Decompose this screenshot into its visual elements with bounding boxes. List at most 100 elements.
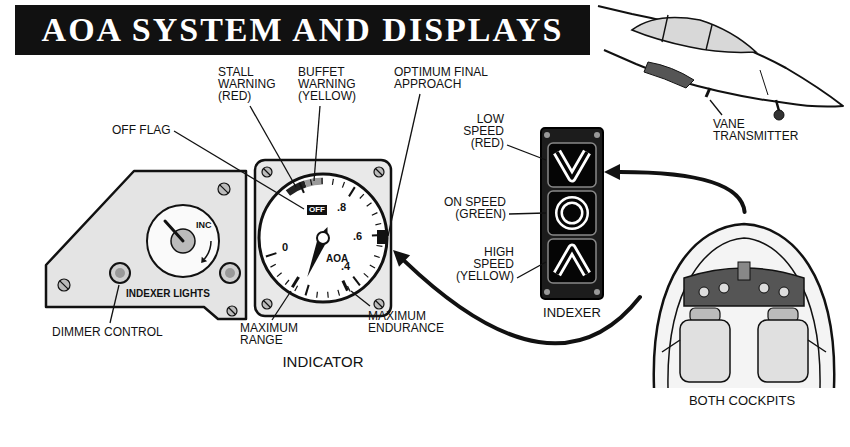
node-text: INDEXER LIGHTS — [126, 289, 210, 299]
mounting-screw — [374, 167, 384, 177]
minor-tick — [271, 264, 276, 267]
node-text: 0 — [282, 242, 288, 253]
light-lens — [115, 268, 125, 278]
leader-line — [110, 285, 119, 323]
side-console — [662, 340, 826, 352]
canopy-frame — [668, 238, 820, 388]
dimmer-dial — [147, 205, 219, 277]
ring-core — [559, 200, 585, 226]
indexer-cell — [548, 143, 596, 187]
callout-label: LOW SPEED (RED) — [456, 113, 504, 149]
indexer-cell — [548, 191, 596, 235]
ejection-seat — [758, 320, 808, 382]
leader-line — [250, 106, 296, 187]
minor-tick — [360, 194, 364, 198]
buffet-warning-arc — [305, 181, 323, 184]
canopy-frame — [662, 15, 668, 42]
aoa-indicator: OFF.8.6.40AOA — [253, 158, 393, 318]
title-band: AOA SYSTEM AND DISPLAYS — [15, 5, 590, 55]
minor-tick — [370, 265, 375, 268]
callout-label: ON SPEED (GREEN) — [440, 196, 506, 220]
dimmer-panel: INCINDEXER LIGHTS — [40, 165, 252, 323]
minor-tick — [332, 179, 333, 185]
node-text-slot: .6 — [353, 231, 362, 242]
callout-label-slot: OFF FLAG — [112, 124, 171, 136]
callout-label-slot: BUFFET WARNING (YELLOW) — [298, 66, 362, 102]
major-tick — [353, 277, 360, 286]
leader-line — [272, 291, 291, 320]
panel-line — [760, 70, 768, 95]
callout-label: HIGH SPEED (YELLOW) — [452, 246, 514, 282]
chevron-core — [557, 152, 587, 178]
callout-label-slot: OPTIMUM FINAL APPROACH — [394, 66, 498, 90]
node-text: BOTH COCKPITS — [689, 394, 795, 407]
canopy — [632, 18, 756, 53]
leader-line — [509, 213, 546, 214]
node-text-slot: AOA — [326, 254, 348, 264]
minor-tick — [375, 224, 381, 225]
panel-dial — [779, 287, 789, 297]
indicator-light — [220, 263, 240, 283]
node-text: INDEXER — [543, 306, 601, 319]
mounting-screw — [544, 289, 550, 295]
indexer-housing — [541, 128, 603, 299]
mounting-screw — [262, 167, 272, 177]
chevron-core — [557, 248, 587, 274]
minor-tick — [285, 280, 289, 285]
callout-label-slot: MAXIMUM RANGE — [240, 322, 304, 346]
node-text-slot: .8 — [337, 202, 346, 213]
node-text-slot: INDEXER LIGHTS — [126, 289, 210, 299]
node-drawing — [40, 165, 252, 323]
light-lens — [225, 268, 235, 278]
node-drawing — [253, 158, 393, 318]
minor-tick — [364, 273, 369, 277]
canopy-frame — [706, 25, 712, 50]
leader-line — [710, 100, 722, 115]
node-text-slot: OFF — [307, 205, 327, 215]
screw-slot — [264, 301, 271, 308]
minor-tick — [372, 213, 378, 216]
callout-label: OPTIMUM FINAL APPROACH — [394, 66, 498, 90]
node-text: .6 — [353, 231, 362, 242]
stall-warning-arc — [288, 184, 306, 193]
screw-slot — [376, 301, 383, 308]
arrow-head — [604, 164, 620, 180]
arrow-connector — [604, 164, 745, 212]
callout-label-slot: DIMMER CONTROL — [52, 326, 163, 338]
screw-slot — [60, 281, 68, 289]
screw-slot — [220, 185, 228, 193]
on-speed-ring — [559, 200, 585, 226]
panel-dial — [719, 283, 729, 293]
mounting-screw — [594, 289, 600, 295]
leader-line — [314, 106, 320, 181]
screw-slot — [376, 169, 383, 176]
control-plate — [46, 171, 246, 319]
aircraft — [598, 6, 843, 120]
major-tick — [306, 285, 309, 296]
node-text-slot: 0 — [282, 242, 288, 253]
mounting-screw — [262, 299, 272, 309]
approach-mark — [377, 230, 386, 244]
leader-line — [174, 131, 304, 209]
title: AOA SYSTEM AND DISPLAYS — [42, 5, 564, 55]
major-tick — [266, 253, 277, 256]
callout-label: MAXIMUM RANGE — [240, 322, 304, 346]
callout-label: BUFFET WARNING (YELLOW) — [298, 66, 362, 102]
callout-label: MAXIMUM ENDURANCE — [368, 310, 452, 334]
node-text: AOA — [326, 254, 348, 264]
instrument-bezel — [255, 160, 391, 316]
minor-tick — [321, 178, 322, 184]
minor-tick — [316, 292, 318, 298]
panel-dial — [759, 283, 769, 293]
callout-label-slot: VANE TRANSMITTER — [713, 118, 805, 142]
minor-tick — [295, 286, 298, 291]
mounting-screw — [218, 183, 230, 195]
knob-pointer — [165, 221, 183, 241]
callout-label: OFF FLAG — [112, 124, 171, 136]
minor-tick — [277, 273, 282, 277]
minor-tick — [377, 245, 383, 247]
callout-label-slot: LOW SPEED (RED) — [456, 113, 504, 149]
mounting-screw — [374, 299, 384, 309]
major-tick — [349, 187, 355, 196]
